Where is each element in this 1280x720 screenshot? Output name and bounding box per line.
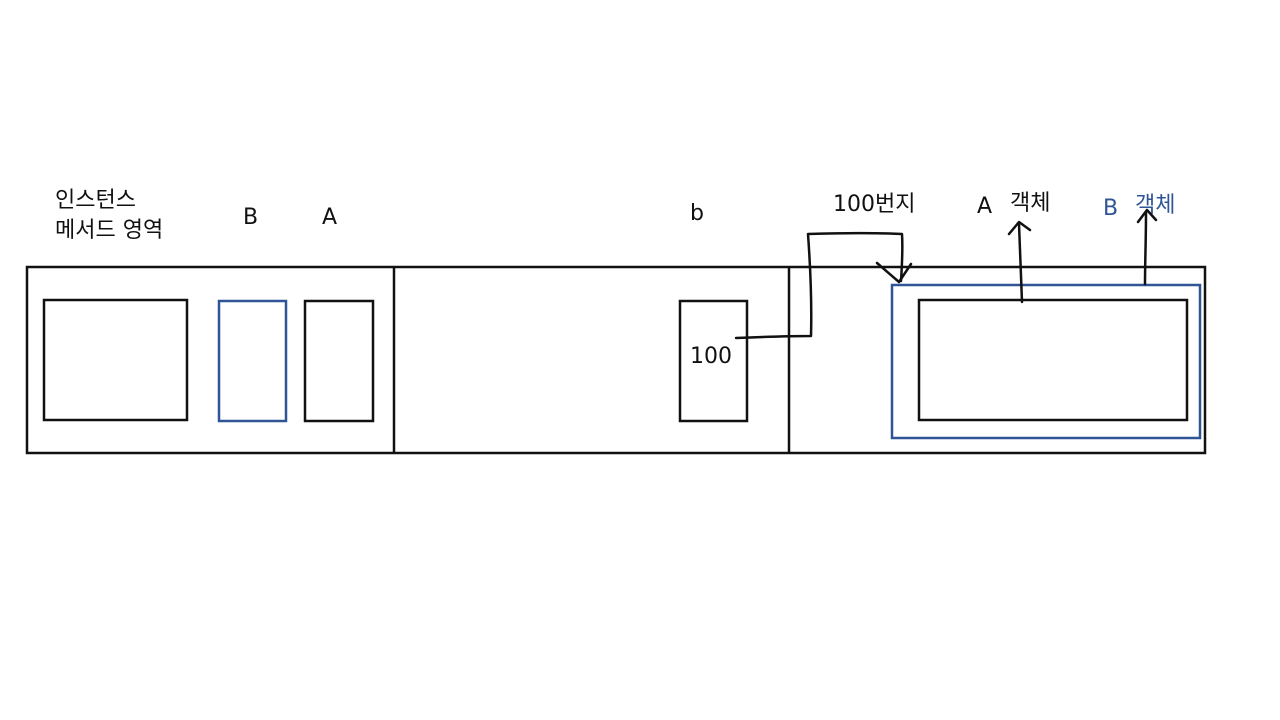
method-area-box (42, 298, 189, 422)
object-a-word: 객체 (1010, 191, 1051, 216)
object-a-pointer (1017, 222, 1024, 304)
object-a-letter: A (977, 194, 993, 219)
method-area-title-line2: 메서드 영역 (55, 218, 164, 243)
object-b-pointer-head (1136, 208, 1158, 224)
class-a-label: A (322, 205, 338, 230)
variable-b-label: b (690, 201, 704, 226)
address-label: 100번지 (833, 192, 916, 217)
object-a-pointer-head (1007, 220, 1032, 236)
object-b-box (890, 283, 1202, 440)
class-a-box (303, 299, 375, 423)
class-b-box (217, 299, 288, 423)
memory-strip (25, 265, 1207, 455)
class-b-label: B (243, 205, 259, 230)
method-area-title-line1: 인스턴스 (55, 188, 136, 213)
reference-arrow-head (875, 261, 913, 284)
object-a-box (917, 298, 1189, 422)
object-b-pointer (1143, 210, 1148, 286)
object-b-letter: B (1103, 196, 1119, 221)
method-area-title: 인스턴스 메서드 영역 (55, 186, 163, 246)
reference-arrow (734, 232, 904, 340)
reference-value: 100 (690, 344, 732, 369)
variable-b-box (678, 299, 749, 423)
